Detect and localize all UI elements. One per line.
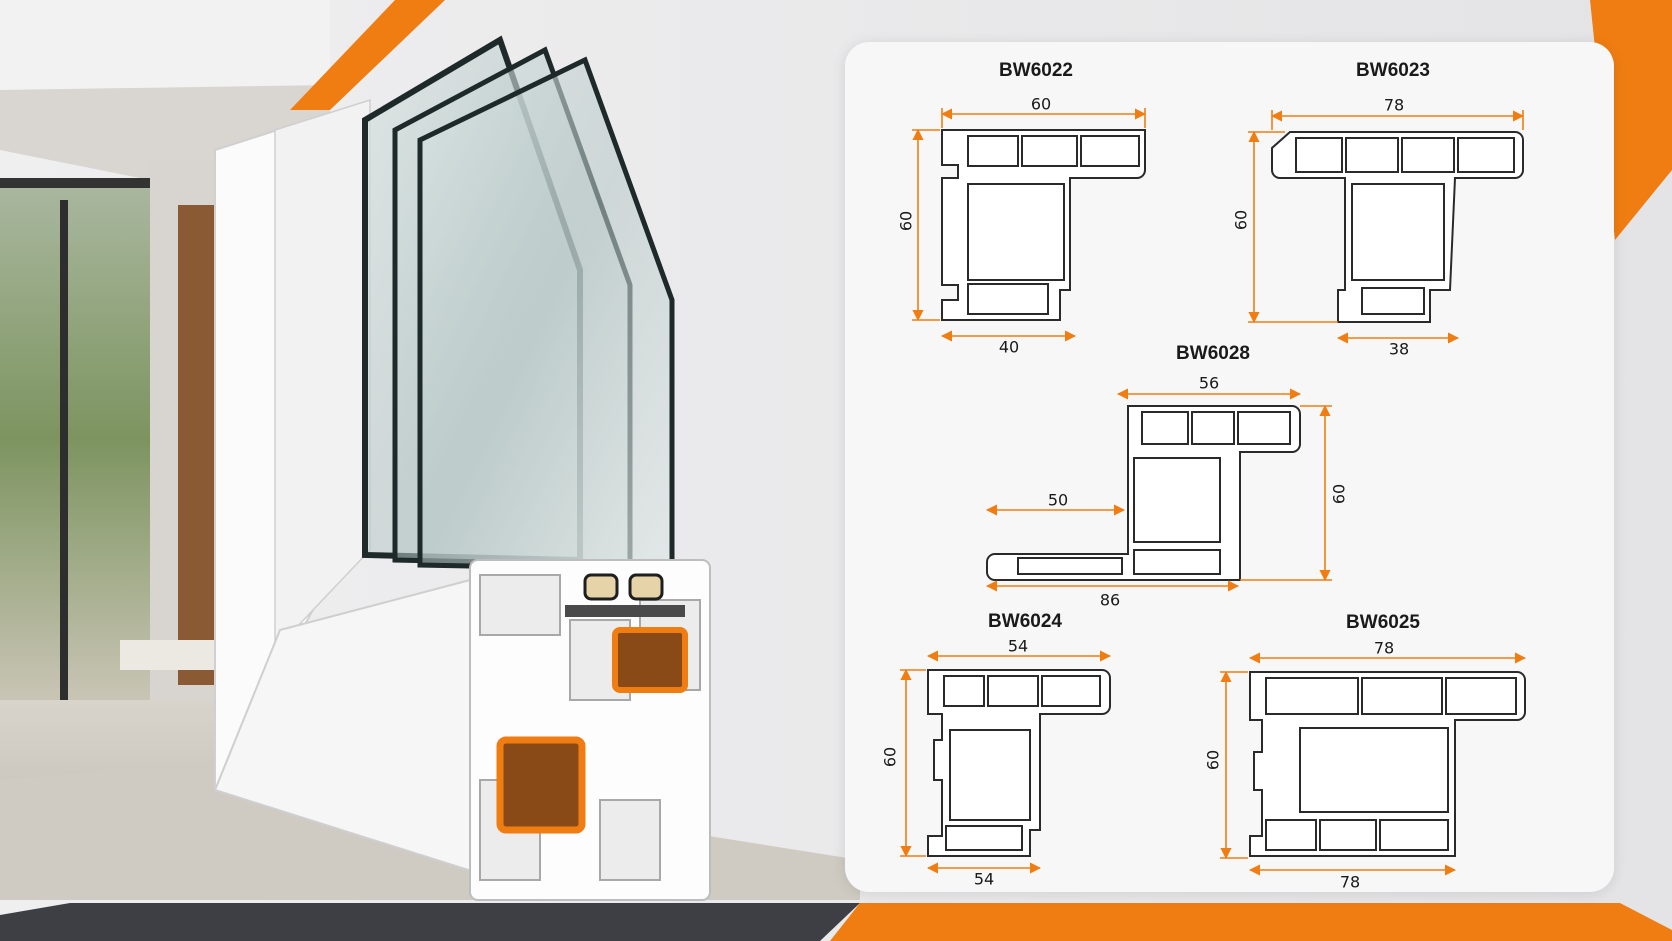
dim-label-bottom: 40 — [998, 337, 1020, 357]
profile-chamber — [1041, 675, 1101, 707]
dark-band-bottom — [0, 903, 860, 941]
dim-label-bottom: 86 — [1099, 590, 1121, 610]
profile-chamber — [1080, 135, 1140, 167]
profile-chamber — [1265, 819, 1317, 851]
steel-reinforcement-icon — [612, 627, 688, 693]
dim-label-bottom: 38 — [1388, 339, 1410, 359]
profile-chamber — [1191, 411, 1235, 445]
profile-chamber — [1379, 819, 1449, 851]
profile-chamber — [967, 183, 1065, 281]
profile-title-bw6028: BW6028 — [1176, 343, 1250, 364]
dim-label-side: 60 — [880, 746, 900, 768]
profile-chamber — [967, 283, 1049, 315]
profile-chamber — [1017, 557, 1123, 575]
profile-chamber — [945, 825, 1023, 851]
profile-chamber — [1319, 819, 1377, 851]
dim-label-bottom: 78 — [1339, 872, 1361, 892]
profile-title-bw6023: BW6023 — [1356, 60, 1430, 81]
profile-title-bw6022: BW6022 — [999, 60, 1073, 81]
dim-label-side: 60 — [896, 210, 916, 232]
orange-accent-top-left — [290, 0, 445, 110]
profile-chamber — [1299, 727, 1449, 813]
profile-chamber — [1445, 677, 1517, 715]
profile-chamber — [949, 729, 1031, 821]
chamber — [599, 799, 661, 881]
glass-bead-seal — [565, 605, 685, 617]
profile-chamber — [1295, 137, 1343, 173]
dim-label-side: 60 — [1231, 209, 1251, 231]
profile-chamber — [1351, 183, 1445, 281]
dim-label-top: 78 — [1383, 95, 1405, 115]
profile-bw6022-drawing — [941, 129, 1146, 321]
profile-chamber — [1401, 137, 1455, 173]
foam-spacer-icon — [583, 573, 619, 601]
room-ceiling — [0, 0, 330, 90]
orange-band-bottom — [830, 903, 1672, 941]
profile-bw6024-drawing — [927, 669, 1111, 857]
profile-bw6023-dimensions — [1248, 110, 1525, 344]
profile-bw6024-dimensions — [900, 650, 1112, 874]
profile-chamber — [1021, 135, 1078, 167]
profile-title-bw6025: BW6025 — [1346, 612, 1420, 633]
profile-chamber — [1361, 287, 1425, 315]
dim-label-top: 56 — [1198, 373, 1220, 393]
glass-pane-3 — [417, 56, 675, 573]
profile-chamber — [1457, 137, 1515, 173]
profile-chamber — [1237, 411, 1291, 445]
profile-chamber — [1133, 549, 1221, 575]
steel-reinforcement-icon — [496, 736, 586, 834]
dim-label-top: 60 — [1030, 94, 1052, 114]
profile-bw6025-dimensions — [1220, 652, 1527, 876]
window-mullion — [60, 200, 68, 700]
profile-chamber — [967, 135, 1019, 167]
profile-bw6023-drawing — [1271, 131, 1524, 323]
wood-slats — [178, 205, 218, 685]
dim-label-side: 60 — [1203, 749, 1223, 771]
profile-bw6025-drawing — [1249, 671, 1526, 857]
profile-chamber — [1345, 137, 1399, 173]
window-frame-top — [0, 178, 150, 188]
window-corner-illustration — [213, 35, 711, 901]
profile-chamber — [1133, 457, 1221, 543]
profile-bw6022-dimensions — [912, 108, 1147, 342]
profile-bw6028-dimensions — [985, 388, 1332, 592]
profile-title-bw6024: BW6024 — [988, 611, 1062, 632]
outdoor-view — [0, 180, 150, 700]
profile-chamber — [1361, 677, 1443, 715]
dim-label-side: 60 — [1329, 483, 1349, 505]
profile-chamber — [1141, 411, 1189, 445]
dim-label-left: 50 — [1047, 490, 1069, 510]
profile-bw6028-drawing — [986, 405, 1301, 581]
profile-chamber — [943, 675, 985, 707]
dim-label-top: 78 — [1373, 638, 1395, 658]
profile-chamber — [987, 675, 1039, 707]
dim-label-bottom: 54 — [973, 869, 995, 889]
foam-spacer-icon — [628, 573, 664, 601]
bench — [120, 640, 230, 670]
dim-label-top: 54 — [1007, 636, 1029, 656]
profile-chamber — [1265, 677, 1359, 715]
chamber — [479, 574, 561, 636]
